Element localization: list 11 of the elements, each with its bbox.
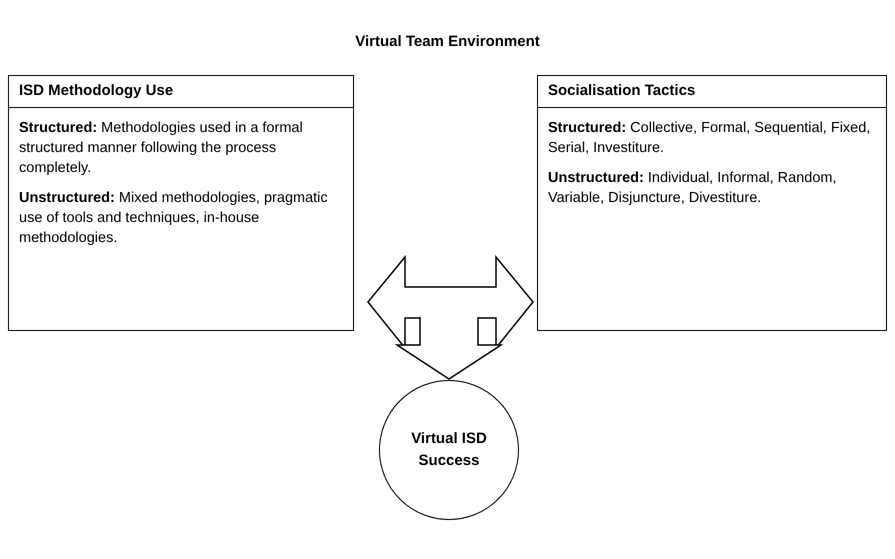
description-text: Unstructured: Individual, Informal, Random, Variable, Disjuncture, Divestiture.	[547, 168, 838, 208]
text-box	[537, 75, 887, 331]
node-label: Virtual ISD Success	[410, 429, 488, 471]
description-text: Structured: Methodologies used in a formal structured manner following the process completely.	[18, 118, 304, 178]
diagram-title: Virtual Team Environment	[354, 32, 541, 52]
text-box	[8, 75, 354, 331]
description-text: Unstructured: Mixed methodologies, pragmatic use of tools and techniques, in-house methodologies.	[18, 188, 329, 248]
block-arrow	[394, 316, 504, 380]
description-text: Structured: Collective, Formal, Sequential, Fixed, Serial, Investiture.	[547, 118, 872, 158]
box-heading: ISD Methodology Use	[9, 76, 353, 108]
box-heading: Socialisation Tactics	[538, 76, 886, 108]
